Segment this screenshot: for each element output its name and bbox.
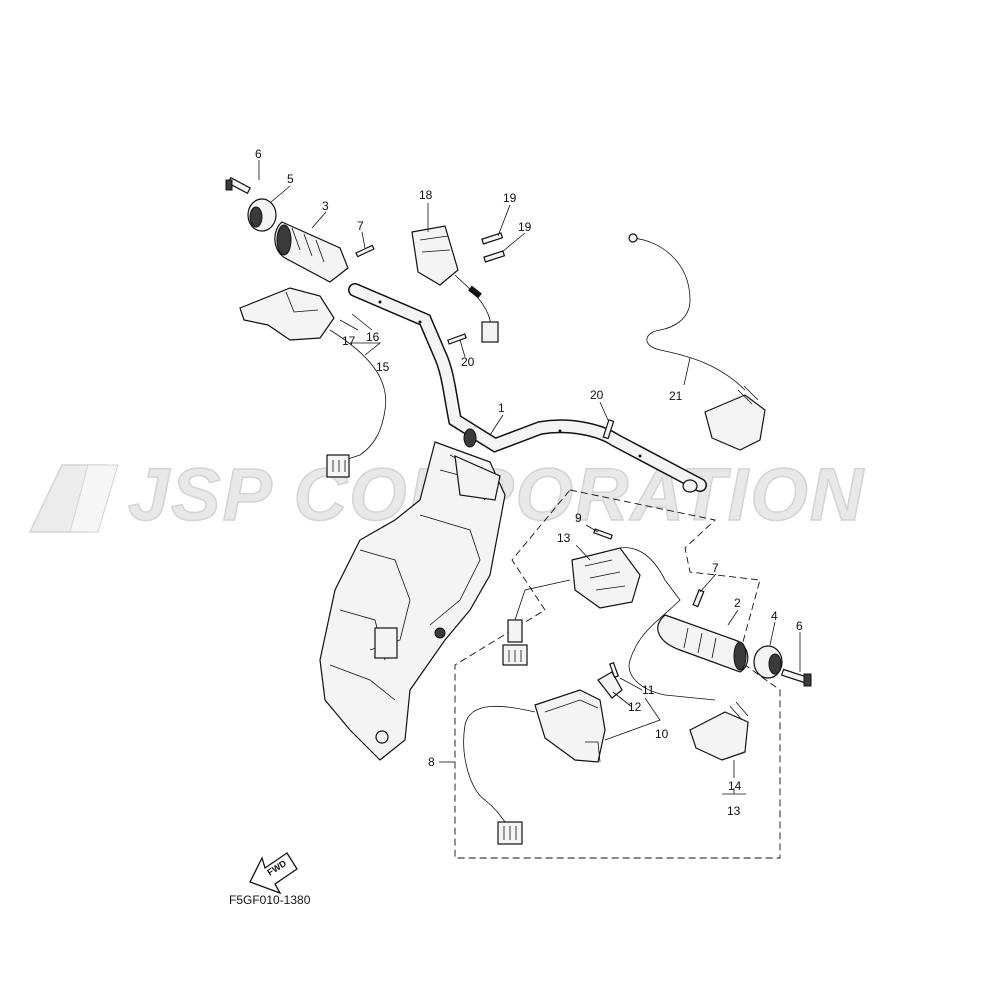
callout-20-upper: 20 [461,355,475,369]
callouts: 6 5 3 7 18 19 19 17 16 15 20 1 20 21 9 1… [255,147,803,818]
clip-14 [689,701,749,761]
grip-3-left [274,221,349,283]
callout-6-right: 6 [796,619,803,633]
callout-10: 10 [655,727,669,741]
lever-assembly-10 [463,661,623,845]
callout-7-right: 7 [712,561,719,575]
lever-housing-15-left [239,287,387,478]
callout-18: 18 [419,188,433,202]
cable-21 [628,233,766,451]
callout-19-lower: 19 [518,220,532,234]
callout-17: 17 [342,334,356,348]
callout-4: 4 [771,609,778,623]
callout-7-left: 7 [357,219,364,233]
handlebar [348,283,707,493]
callout-3: 3 [322,199,329,213]
callout-8: 8 [428,755,435,769]
grip-end-4-right [753,645,783,679]
fwd-arrow-icon: FWD [249,852,298,895]
switch-body-13-right [502,547,716,701]
leader-lines [258,160,801,795]
drawing-code: F5GF010-1380 [229,893,311,907]
callout-1: 1 [498,401,505,415]
screw-20-right [602,419,615,440]
callout-6-left: 6 [255,147,262,161]
screw-7-left [355,244,375,258]
grip-end-5-left [247,198,277,232]
grip-2-right [657,614,749,673]
callout-20-right: 20 [590,388,604,402]
watermark-logo [28,464,119,533]
callout-21: 21 [669,389,683,403]
callout-14: 14 [728,779,742,793]
screw-9 [593,528,613,540]
switch-housing-18 [411,225,499,343]
steering-column [319,441,506,761]
screw-7-right [692,589,705,608]
bolt-6-right [780,668,812,687]
callout-9: 9 [575,511,582,525]
callout-2: 2 [734,596,741,610]
callout-15: 15 [376,360,390,374]
callout-5: 5 [287,172,294,186]
screws-19 [481,232,506,263]
callout-11: 11 [642,683,655,697]
callout-19-upper: 19 [503,191,517,205]
callout-16: 16 [366,330,380,344]
callout-12: 12 [628,700,642,714]
callout-13-lower: 13 [727,804,741,818]
assembly-boundary-8 [454,489,781,859]
screw-20-upper [447,333,467,345]
callout-13-upper: 13 [557,531,571,545]
bolt-6-left [225,176,252,195]
